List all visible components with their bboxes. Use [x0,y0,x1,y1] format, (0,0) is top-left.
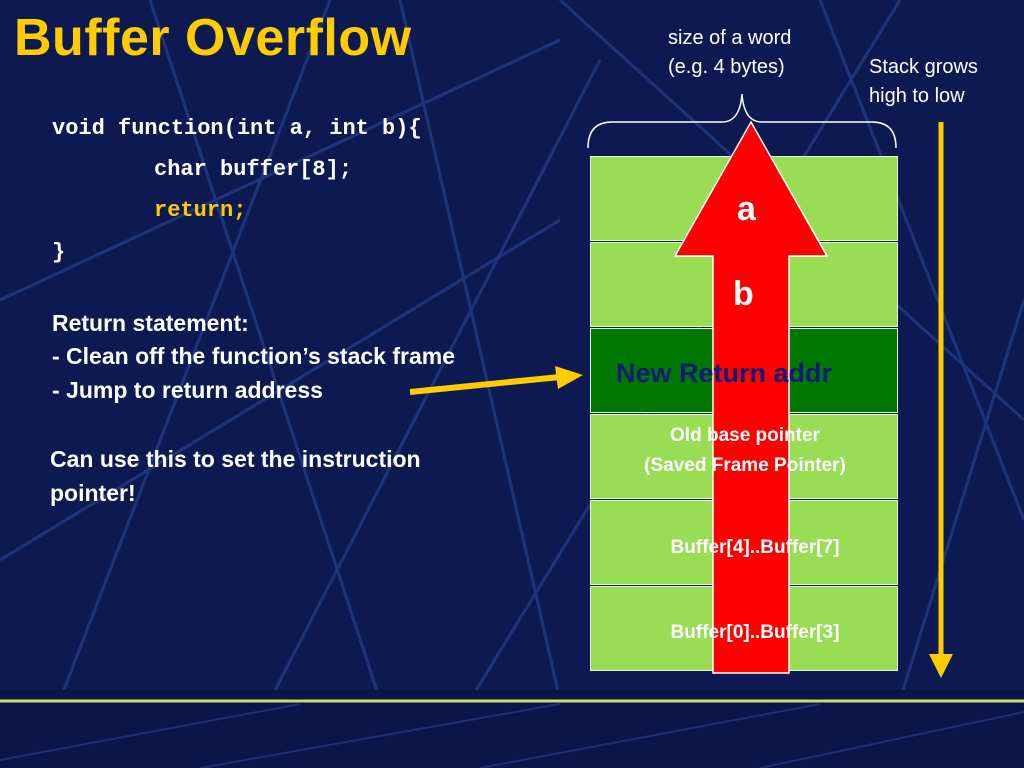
label-buffer-low: Buffer[0]..Buffer[3] [670,622,840,643]
stack-growth-arrow-head [929,654,953,678]
label-buffer-high: Buffer[4]..Buffer[7] [670,537,840,558]
bullet-clean-stack: - Clean off the function’s stack frame [52,343,455,369]
conclusion-line-2: pointer! [50,480,136,506]
conclusion-line-1: Can use this to set the instruction [50,446,421,472]
code-line-signature: void function(int a, int b){ [52,116,422,141]
stack-direction-label-2: high to low [869,85,965,107]
word-size-label-2: (e.g. 4 bytes) [668,56,785,78]
label-old-base-pointer: Old base pointer [670,425,820,446]
code-line-return: return; [154,198,247,223]
code-line-close-brace: } [52,240,66,265]
label-a: a [737,190,756,228]
return-statement-heading: Return statement: [52,310,249,336]
label-new-return-addr: New Return addr [616,358,833,388]
code-line-buffer: char buffer[8]; [154,157,353,182]
bullet-jump-return: - Jump to return address [52,377,323,403]
overflow-arrow [673,120,829,674]
word-size-brace [587,93,897,149]
page-title: Buffer Overflow [14,9,412,67]
pointer-arrow-head [555,366,583,389]
word-size-label-1: size of a word [668,27,792,49]
label-saved-frame-pointer: (Saved Frame Pointer) [644,455,846,476]
stack-direction-label-1: Stack grows [869,56,978,78]
pointer-arrow-shaft [409,374,561,395]
label-b: b [733,275,754,313]
